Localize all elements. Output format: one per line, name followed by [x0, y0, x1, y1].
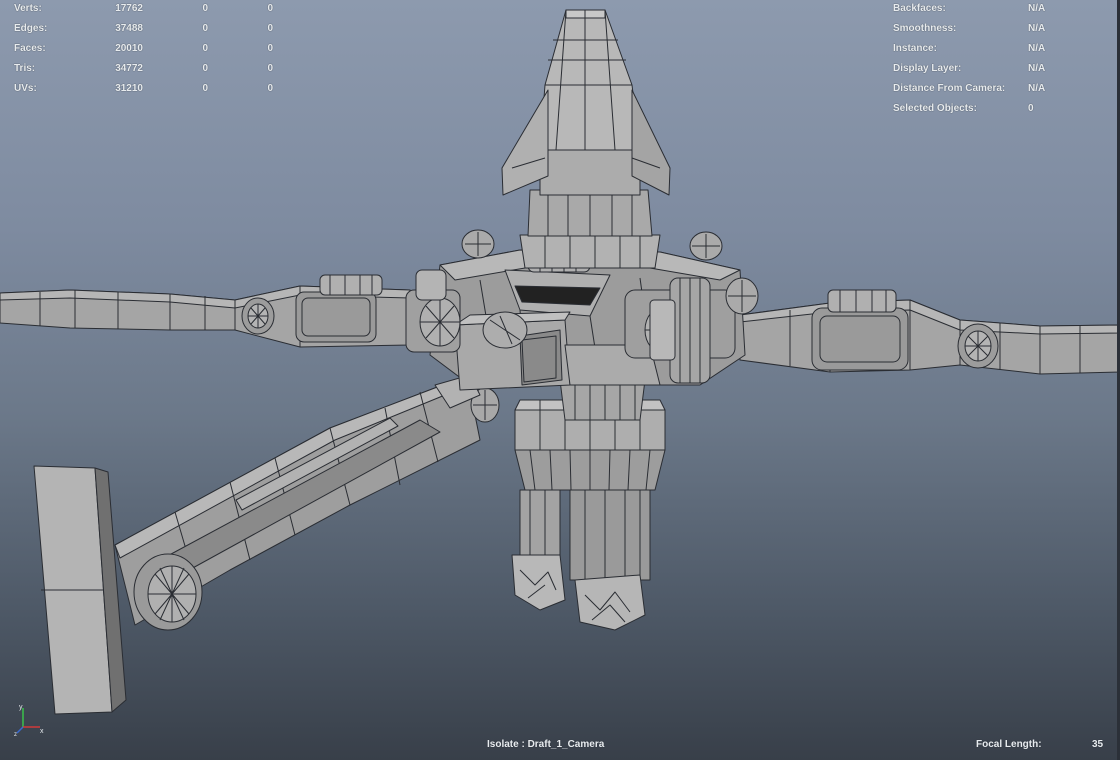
stat-value: 17762	[115, 3, 143, 14]
left-arm-mesh	[0, 274, 411, 348]
axis-z-line	[16, 726, 24, 734]
stat-value: 0	[202, 23, 208, 34]
stat-label: Edges:	[14, 23, 48, 34]
stat-value: 31210	[115, 83, 143, 94]
stat-label: UVs:	[14, 83, 37, 94]
stat-value: 37488	[115, 23, 143, 34]
axis-y-label: y	[19, 704, 23, 711]
detail-label: Distance From Camera:	[893, 83, 1006, 94]
rocket-top-mesh	[501, 9, 671, 269]
stat-value: 0	[202, 63, 208, 74]
object-details-hud: Backfaces: N/A Smoothness: N/A Instance:…	[893, 3, 1093, 123]
right-arm-mesh	[739, 289, 1120, 375]
detail-value: N/A	[1028, 83, 1046, 94]
focal-length-value: 35	[1092, 739, 1104, 750]
stat-label: Verts:	[14, 3, 42, 14]
drill-column-mesh	[511, 379, 666, 631]
stat-label: Tris:	[14, 63, 36, 74]
detail-label: Smoothness:	[893, 23, 957, 34]
detail-label: Instance:	[893, 43, 937, 54]
axis-x-label: x	[40, 728, 44, 735]
poly-count-hud: Verts: 17762 0 0 Edges: 37488 0 0 Faces:…	[14, 3, 274, 103]
detail-value: N/A	[1028, 23, 1046, 34]
detail-value: N/A	[1028, 63, 1046, 74]
axis-gizmo-icon: y x z	[14, 704, 44, 736]
axis-z-label: z	[14, 732, 17, 736]
stat-value: 20010	[115, 43, 143, 54]
detail-value: N/A	[1028, 3, 1046, 14]
stat-value: 0	[267, 43, 273, 54]
focal-length-label: Focal Length:	[976, 739, 1042, 750]
isolate-camera-label: Isolate : Draft_1_Camera	[487, 739, 605, 750]
detail-label: Selected Objects:	[893, 103, 977, 114]
stat-value: 0	[267, 63, 273, 74]
stat-value: 0	[267, 23, 273, 34]
detail-label: Backfaces:	[893, 3, 946, 14]
viewport-border	[1117, 0, 1120, 760]
detail-label: Display Layer:	[893, 63, 962, 74]
stat-value: 34772	[115, 63, 143, 74]
stat-value: 0	[202, 3, 208, 14]
stat-value: 0	[267, 83, 273, 94]
stat-label: Faces:	[14, 43, 46, 54]
stat-value: 0	[202, 43, 208, 54]
stat-value: 0	[267, 3, 273, 14]
stat-value: 0	[202, 83, 208, 94]
detail-value: N/A	[1028, 43, 1046, 54]
lower-left-arm-mesh	[114, 374, 500, 631]
paddle-plate-mesh	[33, 465, 127, 715]
detail-value: 0	[1028, 103, 1034, 114]
